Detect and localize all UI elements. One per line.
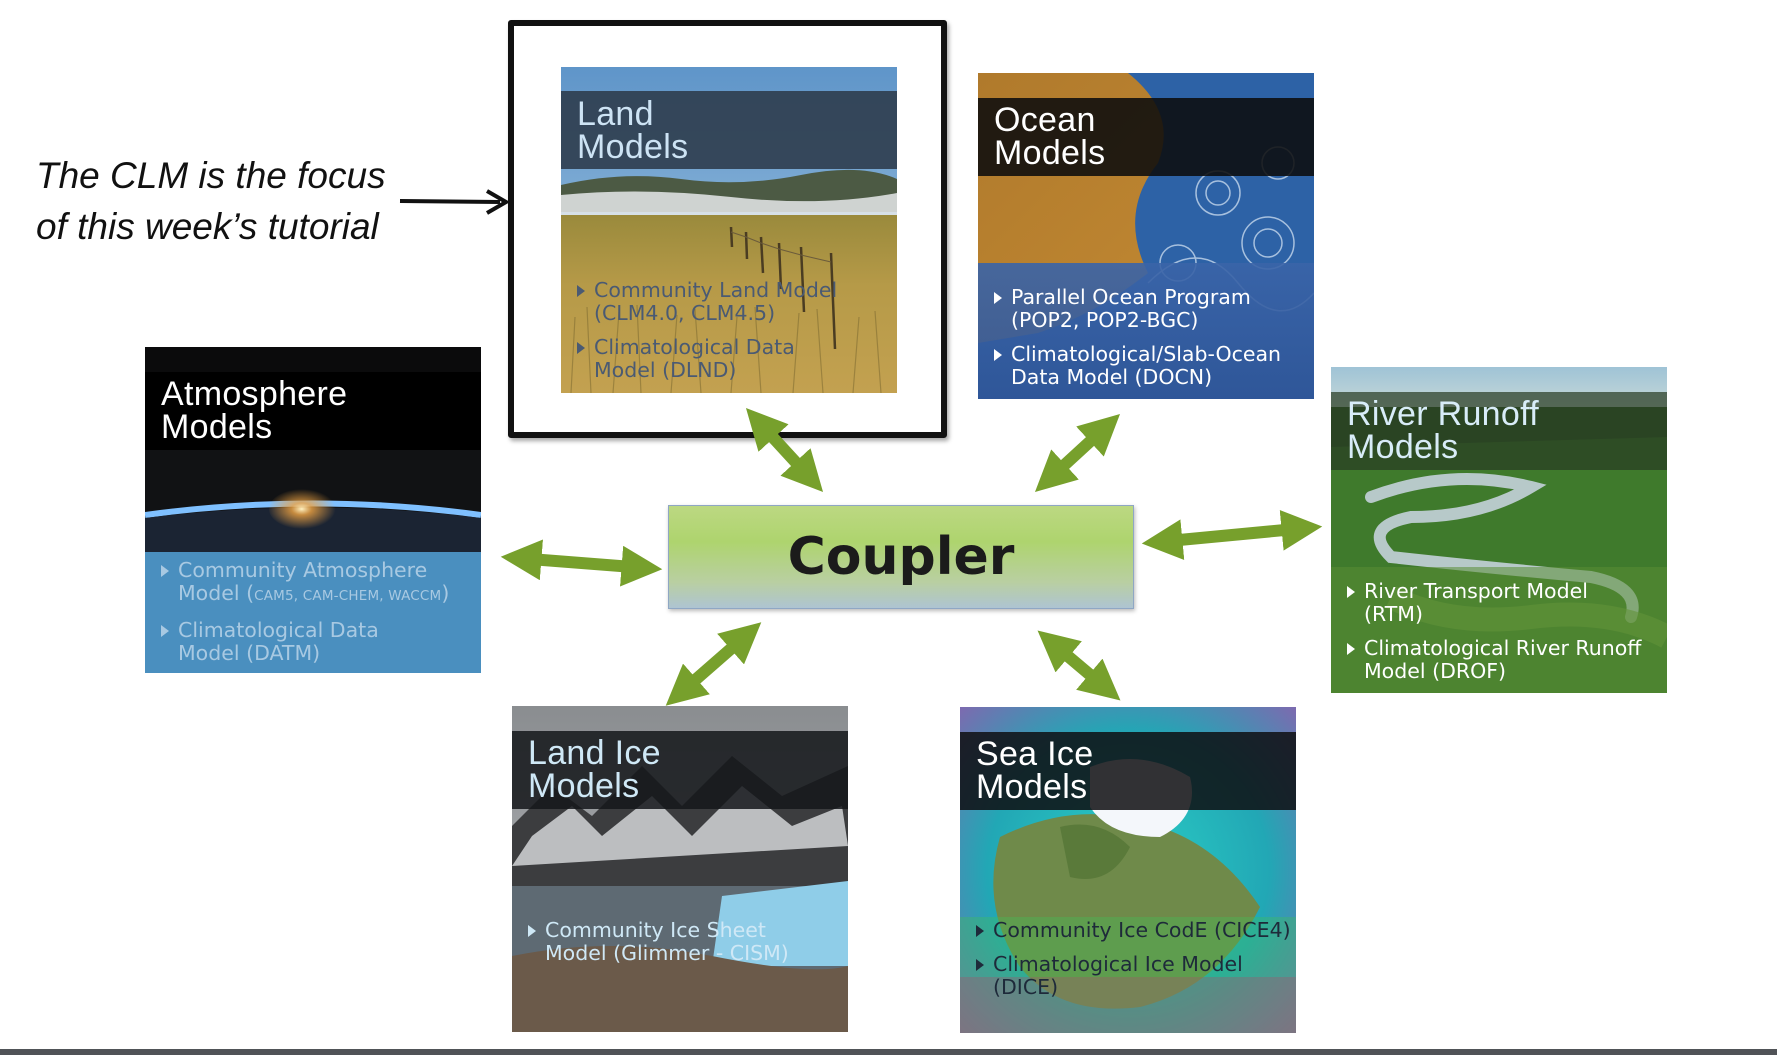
river-runoff-models-list: River Transport Model(RTM) Climatologica… xyxy=(1347,580,1661,693)
list-item: River Transport Model(RTM) xyxy=(1347,580,1661,626)
arrow-river-coupler xyxy=(1141,509,1323,561)
annotation-line-1: The CLM is the focus xyxy=(36,155,386,196)
land-ice-models-title: Land Ice Models xyxy=(528,734,661,805)
arrow-atmosphere-coupler xyxy=(500,539,663,587)
ocean-models-title: Ocean Models xyxy=(994,101,1106,172)
arrow-land-coupler xyxy=(745,407,824,493)
annotation-arrow xyxy=(399,189,510,215)
atmosphere-title-band xyxy=(145,372,481,450)
ocean-models-panel: Ocean Models Parallel Ocean Program(POP2… xyxy=(978,73,1314,399)
list-item: Community Atmosphere Model (CAM5, CAM-CH… xyxy=(161,559,475,608)
land-models-title: Land Models xyxy=(577,95,689,166)
sea-ice-models-panel: Sea Ice Models Community Ice CodE (CICE4… xyxy=(960,707,1296,1033)
sea-ice-models-title: Sea Ice Models xyxy=(976,735,1094,806)
arrow-landice-coupler xyxy=(665,622,762,706)
list-item: Climatological Ice Model(DICE) xyxy=(976,953,1290,999)
atmosphere-models-panel: Atmosphere Models Community Atmosphere M… xyxy=(145,347,481,673)
river-runoff-models-title: River Runoff Models xyxy=(1347,395,1539,466)
land-title-band xyxy=(561,91,897,169)
ocean-title-band xyxy=(978,98,1314,176)
ocean-models-list: Parallel Ocean Program(POP2, POP2-BGC) C… xyxy=(994,286,1308,399)
annotation-text: The CLM is the focus of this week’s tuto… xyxy=(36,150,436,252)
list-item: Community Ice CodE (CICE4) xyxy=(976,919,1291,942)
coupler-box: Coupler xyxy=(668,505,1134,609)
atmosphere-models-list: Community Atmosphere Model (CAM5, CAM-CH… xyxy=(161,559,475,673)
land-models-list: Community Land Model(CLM4.0, CLM4.5) Cli… xyxy=(577,279,891,393)
annotation-line-2: of this week’s tutorial xyxy=(36,206,379,247)
landice-title-band xyxy=(512,731,848,809)
list-item: Parallel Ocean Program(POP2, POP2-BGC) xyxy=(994,286,1308,332)
land-models-panel: Land Models Community Land Model(CLM4.0,… xyxy=(561,67,897,393)
river-runoff-models-panel: River Runoff Models River Transport Mode… xyxy=(1331,367,1667,693)
arrow-seaice-coupler xyxy=(1037,630,1121,701)
footer-bar xyxy=(0,1049,1777,1055)
coupler-label: Coupler xyxy=(787,527,1015,587)
river-title-band xyxy=(1331,392,1667,470)
list-item: Community Land Model(CLM4.0, CLM4.5) xyxy=(577,279,891,325)
seaice-title-band xyxy=(960,732,1296,810)
sea-ice-models-list: Community Ice CodE (CICE4) Climatologica… xyxy=(976,919,1291,1010)
arrow-ocean-coupler xyxy=(1034,413,1121,493)
atmosphere-models-title: Atmosphere Models xyxy=(161,375,348,446)
focus-highlight-frame xyxy=(508,20,947,438)
